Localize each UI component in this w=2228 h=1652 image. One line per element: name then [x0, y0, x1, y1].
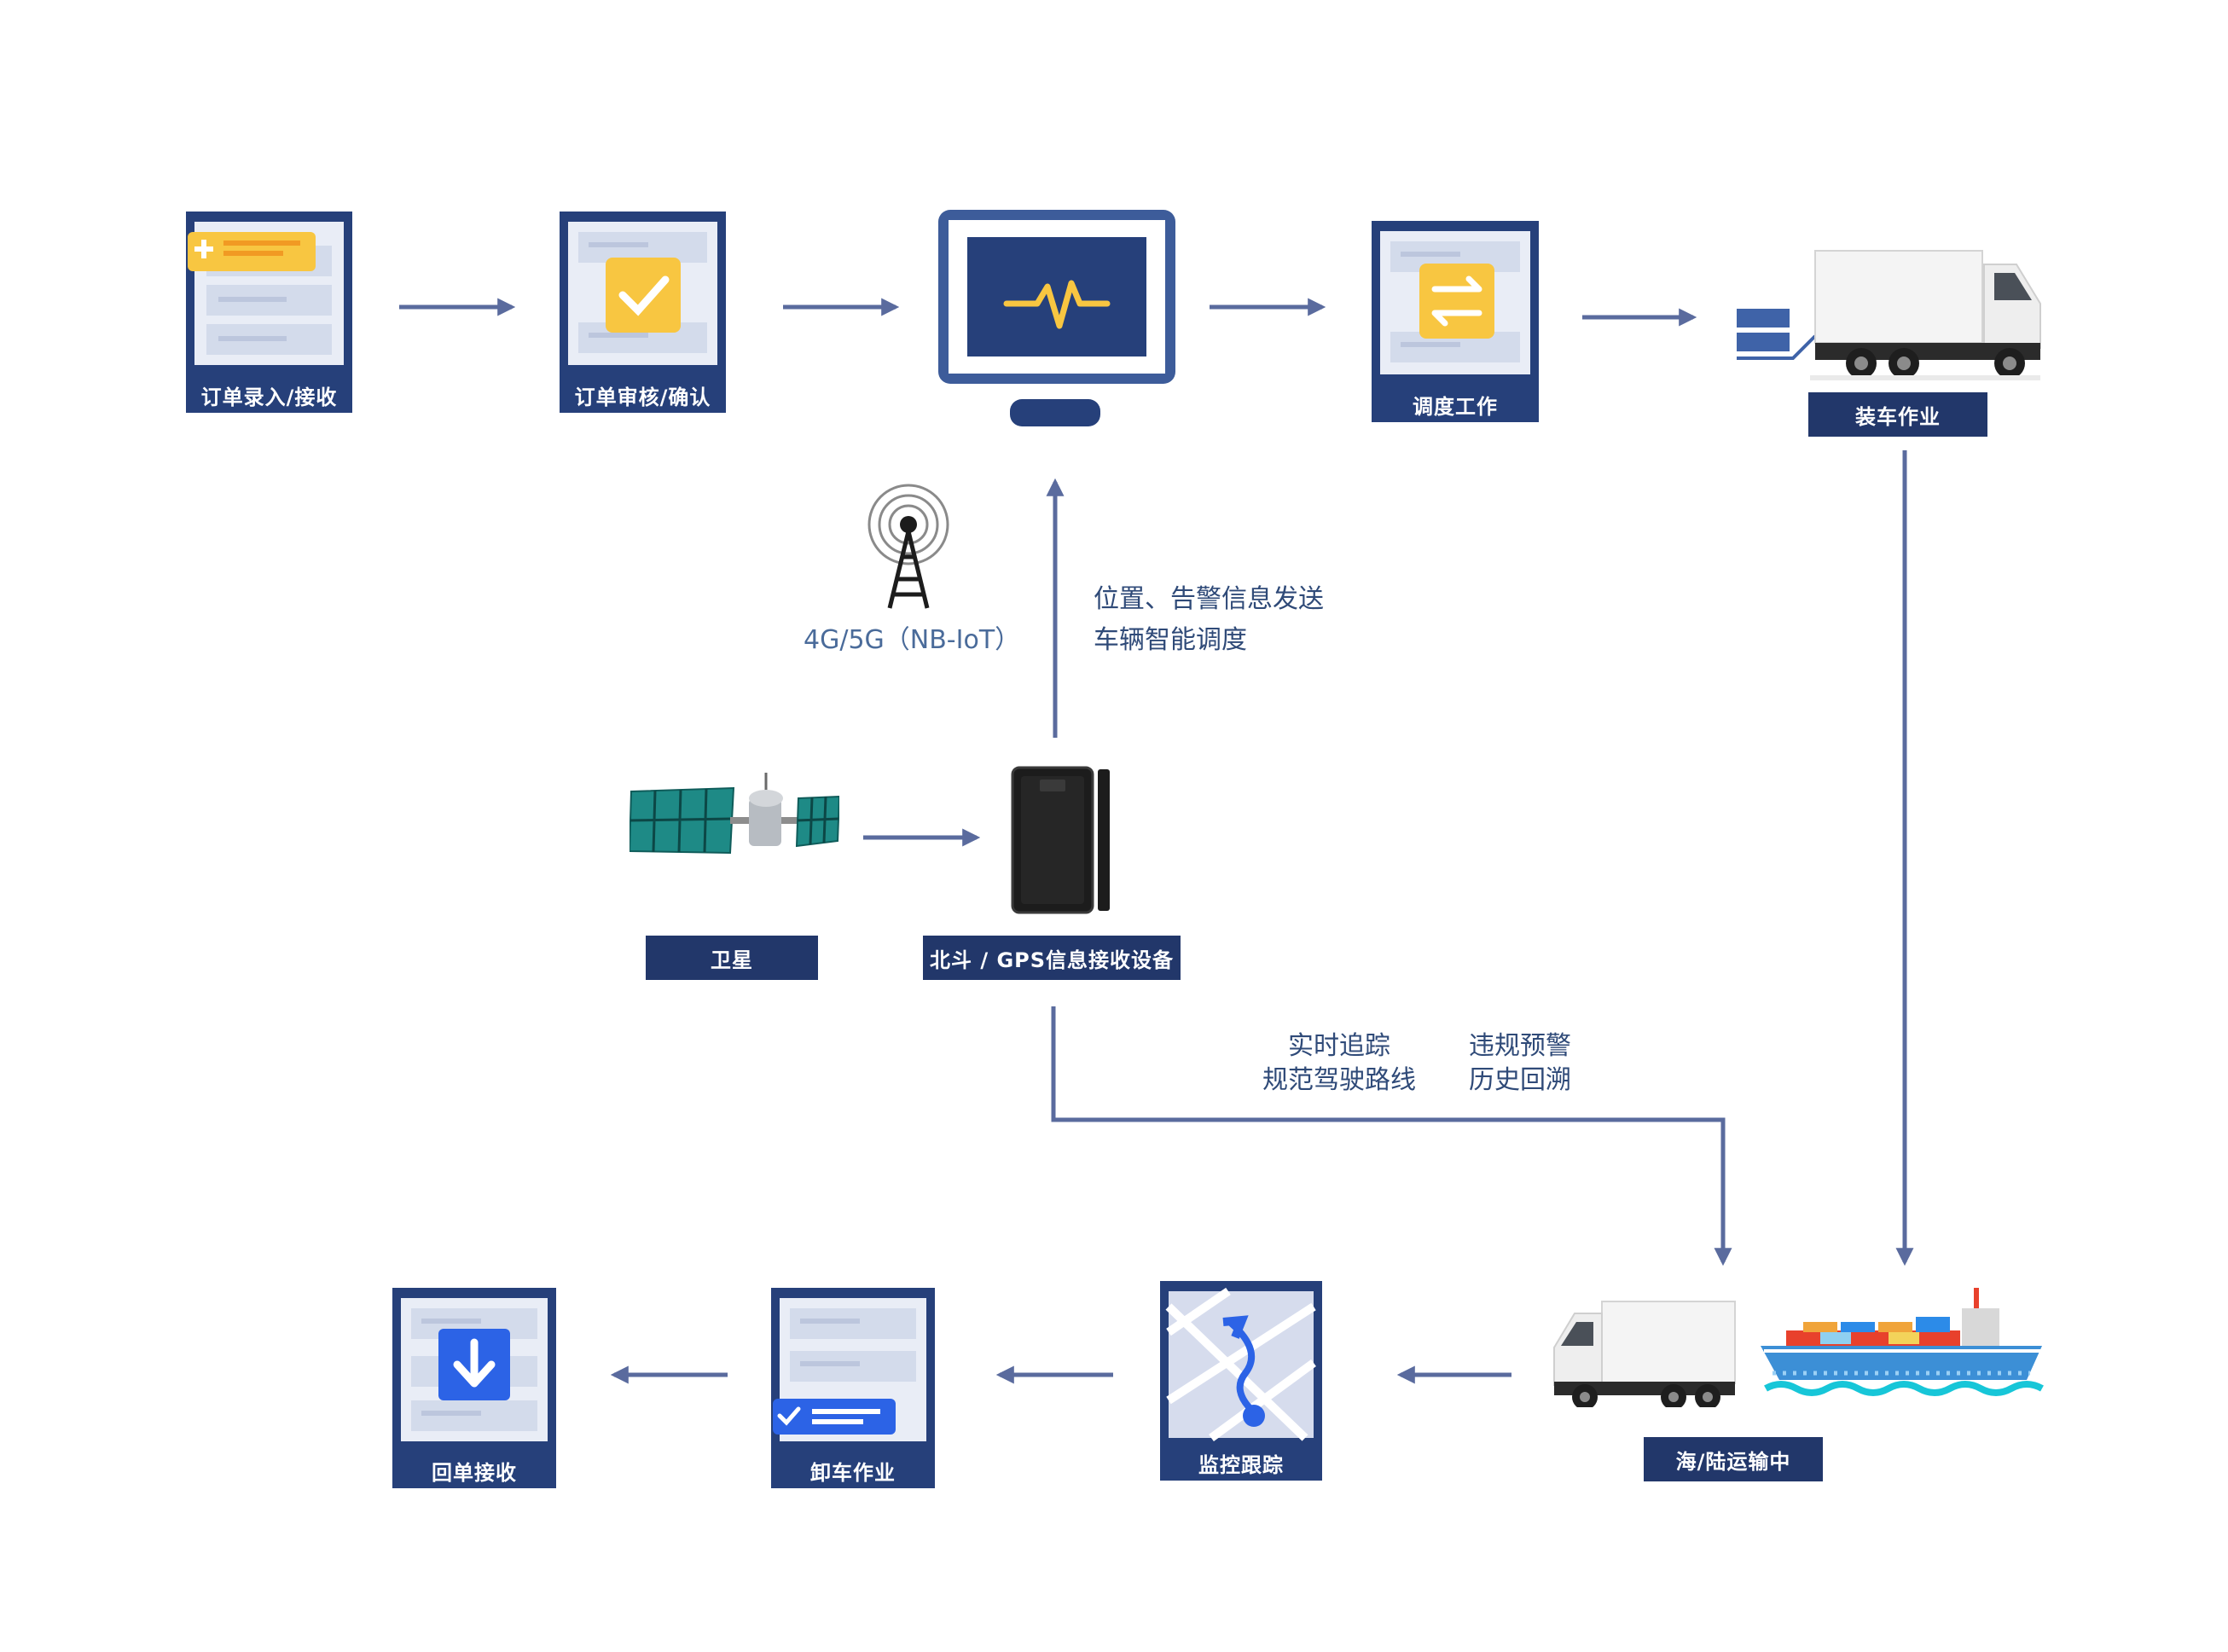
- receiver-label: 北斗 / GPS信息接收设备: [923, 936, 1181, 980]
- order-review-node: 订单审核/确认: [560, 212, 726, 416]
- check-doc-icon: [560, 212, 726, 413]
- loading-node: 装车作业: [1733, 247, 2049, 437]
- receipt-label: 回单接收: [432, 1460, 517, 1485]
- network-label: 4G/5G（NB-IoT）: [804, 625, 1021, 655]
- unloading-label: 卸车作业: [810, 1460, 896, 1485]
- tracking-col2-line1: 违规预警: [1469, 1031, 1571, 1061]
- satellite-label: 卫星: [646, 936, 818, 980]
- order-entry-node: 订单录入/接收: [186, 212, 352, 416]
- order-review-label: 订单审核/确认: [574, 385, 711, 409]
- gps-device-icon: [1011, 766, 1110, 914]
- uplink-text-line1: 位置、告警信息发送: [1094, 584, 1324, 614]
- tracking-col1-line2: 规范驾驶路线: [1262, 1065, 1416, 1095]
- monitor-pulse-icon: [938, 210, 1175, 426]
- unloading-node: 卸车作业: [771, 1288, 935, 1492]
- platform-node: [937, 208, 1177, 432]
- dispatch-node: 调度工作: [1372, 221, 1539, 426]
- satellite-icon: [630, 773, 839, 855]
- uplink-text-line2: 车辆智能调度: [1094, 625, 1247, 655]
- checked-doc-icon: [771, 1288, 935, 1488]
- arrow-receiver-to-transit: [1051, 1006, 1732, 1267]
- monitoring-node: 监控跟踪: [1160, 1281, 1322, 1484]
- add-doc-icon: [186, 212, 352, 413]
- dispatch-label: 调度工作: [1413, 394, 1498, 419]
- signal-tower-icon: [867, 484, 949, 609]
- tracking-col2-line2: 历史回溯: [1469, 1065, 1571, 1095]
- order-entry-label: 订单录入/接收: [200, 385, 338, 409]
- loading-label: 装车作业: [1808, 392, 1987, 437]
- transit-label: 海/陆运输中: [1644, 1437, 1823, 1481]
- truck-icon: [1737, 250, 2041, 380]
- cargo-ship-icon: [1761, 1288, 2044, 1396]
- download-doc-icon: [392, 1288, 556, 1488]
- monitoring-label: 监控跟踪: [1198, 1452, 1284, 1477]
- route-map-icon: [1160, 1281, 1322, 1481]
- receipt-node: 回单接收: [392, 1288, 556, 1492]
- tracking-col1-line1: 实时追踪: [1288, 1031, 1390, 1061]
- swap-doc-icon: [1372, 221, 1539, 422]
- truck-icon: [1553, 1301, 1736, 1407]
